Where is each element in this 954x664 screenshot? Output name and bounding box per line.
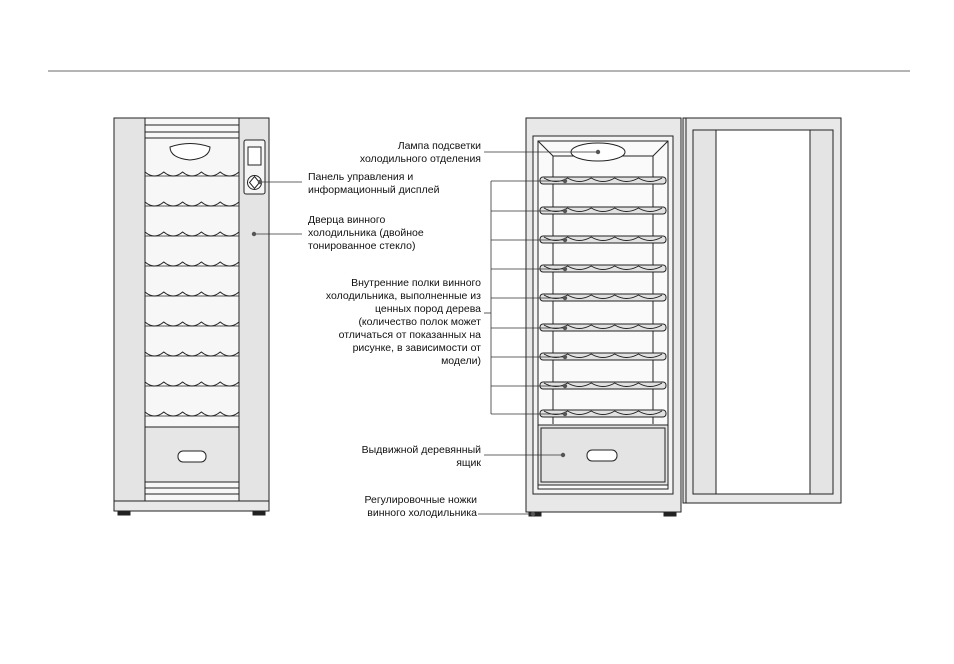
open-shelf <box>539 235 667 244</box>
closed-fridge-foot-right <box>252 510 266 516</box>
open-shelf <box>539 381 667 390</box>
label-feet: Регулировочные ножки винного холодильник… <box>364 494 477 520</box>
label-lamp-line-2: холодильного отделения <box>359 153 481 165</box>
closed-shelf <box>144 411 240 417</box>
closed-fridge-left-rail <box>113 117 146 502</box>
open-shelf <box>539 409 667 418</box>
closed-shelf <box>144 231 240 237</box>
closed-drawer-handle <box>177 450 207 463</box>
label-shelves-line-3: ценных пород дерева <box>374 303 481 315</box>
closed-lamp <box>169 143 211 161</box>
label-shelves-line-4: (количество полок может <box>358 316 481 328</box>
closed-shelf <box>144 351 240 357</box>
open-shelf <box>539 323 667 332</box>
closed-shelf <box>144 261 240 267</box>
open-drawer-handle <box>586 449 618 462</box>
label-drawer-line-2: ящик <box>456 457 481 469</box>
open-shelf <box>539 293 667 302</box>
label-shelves-line-1: Внутренние полки винного <box>351 277 481 289</box>
label-door-line-3: тонированное стекло) <box>308 240 416 252</box>
label-drawer-line-1: Выдвижной деревянный <box>361 444 481 456</box>
display-screen <box>247 146 262 166</box>
shelf-pointer-dot <box>562 325 568 331</box>
closed-fridge-foot-left <box>117 510 131 516</box>
shelf-pointer-dot <box>562 354 568 360</box>
door-pointer-dot <box>251 231 257 237</box>
shelf-pointer-dot <box>562 383 568 389</box>
closed-fridge-base <box>113 500 270 512</box>
label-feet-line-1: Регулировочные ножки <box>364 494 477 506</box>
label-door: Дверца винного холодильника (двойное тон… <box>308 214 424 253</box>
label-panel-line-2: информационный дисплей <box>308 184 440 196</box>
open-fridge-foot-right <box>663 511 677 517</box>
closed-shelf <box>144 381 240 387</box>
shelf-pointer-dot <box>562 237 568 243</box>
lamp-pointer-dot <box>595 149 601 155</box>
feet-pointer-dot <box>530 511 536 517</box>
open-door <box>682 117 842 504</box>
label-lamp: Лампа подсветки холодильного отделения <box>360 140 481 166</box>
label-feet-line-2: винного холодильника <box>367 507 477 519</box>
open-fridge <box>525 117 682 517</box>
open-shelf <box>539 206 667 215</box>
label-shelves-line-2: холодильника, выполненные из <box>325 290 481 302</box>
closed-drawer <box>144 426 240 483</box>
open-shelf <box>539 352 667 361</box>
shelf-pointer-dot <box>562 208 568 214</box>
label-door-line-2: холодильника (двойное <box>308 227 424 239</box>
closed-shelf <box>144 171 240 177</box>
closed-fridge <box>113 117 270 516</box>
open-door-glass <box>715 129 811 495</box>
shelf-pointer-dot <box>562 411 568 417</box>
leader-lines <box>251 149 601 517</box>
closed-shelf <box>144 201 240 207</box>
label-shelves: Внутренние полки винного холодильника, в… <box>326 277 481 368</box>
open-shelf <box>539 264 667 273</box>
panel-pointer-dot <box>257 179 263 185</box>
shelf-pointer-dot <box>562 266 568 272</box>
closed-shelf <box>144 321 240 327</box>
label-lamp-line-1: Лампа подсветки <box>397 140 481 152</box>
label-door-line-1: Дверца винного <box>308 214 386 226</box>
drawer-pointer-dot <box>560 452 566 458</box>
label-drawer: Выдвижной деревянный ящик <box>362 444 481 470</box>
open-shelves <box>539 176 667 418</box>
closed-shelves <box>144 171 240 417</box>
label-panel: Панель управления и информационный диспл… <box>308 171 439 197</box>
label-panel-line-1: Панель управления и <box>308 171 414 183</box>
label-shelves-line-6: рисунке, в зависимости от <box>352 342 481 354</box>
open-shelf <box>539 176 667 185</box>
shelf-leaders <box>491 178 568 417</box>
label-shelves-line-7: модели) <box>441 355 481 367</box>
label-shelves-line-5: отличаться от показанных на <box>338 329 481 341</box>
shelf-pointer-dot <box>562 295 568 301</box>
closed-shelf <box>144 291 240 297</box>
shelf-pointer-dot <box>562 178 568 184</box>
